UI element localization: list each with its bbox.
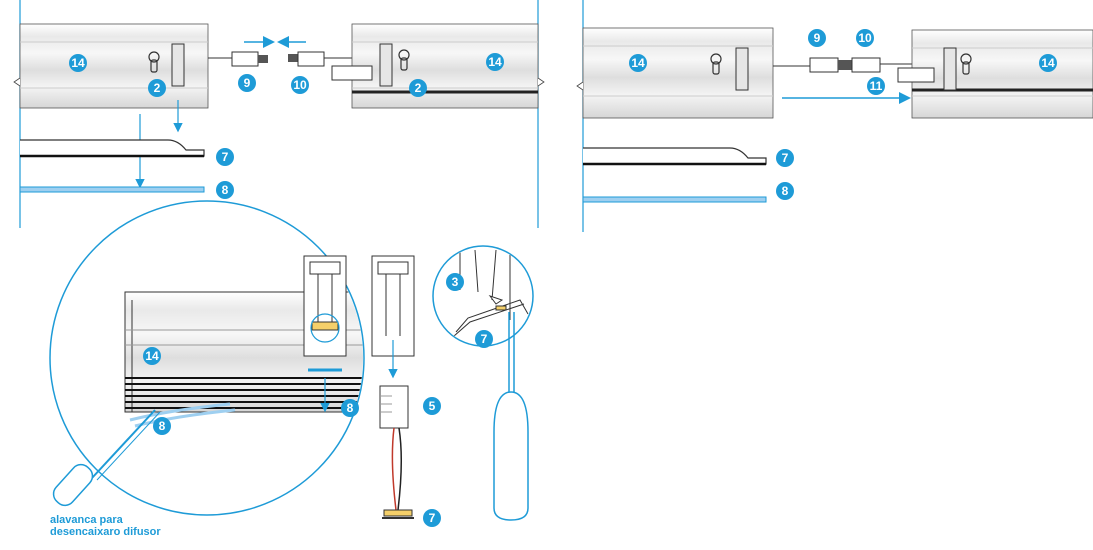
wire-red (391, 427, 397, 511)
profile-left (576, 27, 810, 119)
svg-text:2: 2 (154, 81, 161, 95)
callout-10: 10 (291, 76, 309, 94)
callout-14: 14 (1039, 54, 1057, 72)
svg-text:14: 14 (71, 56, 85, 70)
caption-line-2: desencaixaro difusor (50, 526, 161, 538)
svg-text:9: 9 (814, 31, 821, 45)
callout-10: 10 (856, 29, 874, 47)
panel-top-right (576, 0, 1093, 232)
svg-text:14: 14 (1041, 56, 1055, 70)
profile-right (897, 29, 1093, 119)
svg-text:8: 8 (222, 183, 229, 197)
svg-text:5: 5 (429, 399, 436, 413)
detail-lens-removal (432, 245, 534, 521)
svg-text:7: 7 (222, 150, 229, 164)
keyhole-icon (148, 51, 160, 73)
connector-icon (231, 51, 352, 67)
callout-8: 8 (776, 182, 794, 200)
callouts: 14 2 9 10 2 14 7 8 14 9 10 11 14 7 8 14 … (69, 29, 1057, 527)
callout-14: 14 (69, 54, 87, 72)
cover-part (20, 139, 205, 157)
callout-7: 7 (216, 148, 234, 166)
detail-diffuser-removal (49, 200, 365, 516)
svg-text:8: 8 (782, 184, 789, 198)
callout-2: 2 (409, 79, 427, 97)
callout-7: 7 (776, 149, 794, 167)
callout-14: 14 (486, 53, 504, 71)
callout-5: 5 (423, 397, 441, 415)
svg-text:14: 14 (145, 349, 159, 363)
callout-8: 8 (153, 417, 171, 435)
svg-text:10: 10 (293, 78, 307, 92)
callout-9: 9 (808, 29, 826, 47)
cross-section-left (303, 255, 347, 413)
callout-14: 14 (143, 347, 161, 365)
connector-icon (809, 57, 912, 73)
svg-text:14: 14 (631, 56, 645, 70)
callout-3: 3 (446, 273, 464, 291)
callout-8: 8 (341, 399, 359, 417)
callout-9: 9 (238, 74, 256, 92)
callout-7: 7 (475, 330, 493, 348)
profile-right (331, 23, 545, 109)
cross-section-right (371, 255, 415, 519)
callout-11: 11 (867, 77, 885, 95)
callout-14: 14 (629, 54, 647, 72)
profile-left (13, 23, 232, 109)
screwdriver-icon (493, 312, 529, 521)
svg-text:8: 8 (347, 401, 354, 415)
svg-text:8: 8 (159, 419, 166, 433)
keyhole-icon (398, 49, 410, 71)
caption-line-1: alavanca para (50, 514, 123, 526)
svg-text:11: 11 (870, 79, 883, 93)
lever-caption: alavanca para desencaixaro difusor (50, 514, 161, 538)
svg-text:9: 9 (244, 76, 251, 90)
svg-text:14: 14 (488, 55, 502, 69)
panel-top-left (13, 0, 545, 228)
svg-text:7: 7 (481, 332, 488, 346)
svg-text:7: 7 (782, 151, 789, 165)
callout-7: 7 (423, 509, 441, 527)
screwdriver-icon (52, 409, 161, 507)
svg-text:2: 2 (415, 81, 422, 95)
wire-black (397, 427, 402, 511)
callout-2: 2 (148, 79, 166, 97)
cover-part (583, 147, 767, 165)
diffuser-strip (582, 196, 767, 203)
svg-text:7: 7 (429, 511, 436, 525)
keyhole-icon (960, 53, 972, 75)
keyhole-icon (710, 53, 722, 75)
callout-8: 8 (216, 181, 234, 199)
diffuser-strip (19, 186, 205, 193)
svg-text:10: 10 (858, 31, 872, 45)
svg-text:3: 3 (452, 275, 459, 289)
